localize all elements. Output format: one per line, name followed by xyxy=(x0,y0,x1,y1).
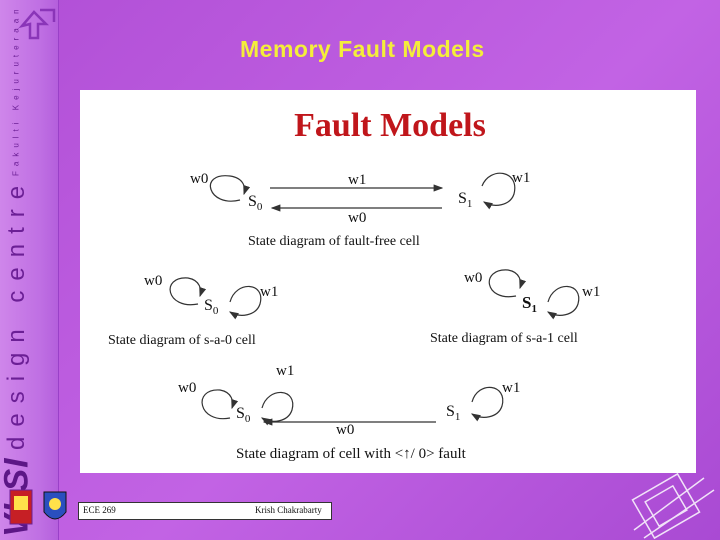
state-s1: S1 xyxy=(458,190,472,210)
footer-course: ECE 269 xyxy=(83,505,116,515)
footer-author: Krish Chakrabarty xyxy=(255,505,322,515)
w1-label: w1 xyxy=(582,284,600,300)
w1-label: w1 xyxy=(348,172,366,188)
sa1-diagram: w0 S1 w1 State diagram of s-a-1 cell xyxy=(430,269,600,346)
w0-label: w0 xyxy=(464,270,482,286)
sidebar-branding: VLSI design centre Fakulti Kejuruteraan xyxy=(0,4,36,537)
state-s1: S1 xyxy=(522,293,537,315)
footer-bar: ECE 269 Krish Chakrabarty xyxy=(78,502,332,520)
sidebar-design-centre: design centre xyxy=(3,175,30,450)
w1-label: w1 xyxy=(502,380,520,396)
w1-label: w1 xyxy=(512,170,530,186)
sa0-diagram: w0 S0 w1 State diagram of s-a-0 cell xyxy=(108,273,278,348)
caption-transition: State diagram of cell with <↑/ 0> fault xyxy=(236,446,467,462)
fault-models-panel: Fault Models w0 S0 w1 w0 S1 w1 State dia… xyxy=(80,90,696,473)
transition-fault-diagram: w0 S0 w1 w0 S1 w1 State diagram of cell … xyxy=(178,363,520,462)
w1-label: w1 xyxy=(276,363,294,379)
w0-label: w0 xyxy=(336,422,354,438)
caption-sa1: State diagram of s-a-1 cell xyxy=(430,331,578,346)
university-crest-icon xyxy=(9,489,67,525)
state-diagrams: Fault Models w0 S0 w1 w0 S1 w1 State dia… xyxy=(108,107,600,462)
diagram-heading: Fault Models xyxy=(294,107,486,144)
sidebar-faculty: Fakulti Kejuruteraan xyxy=(11,4,21,176)
w0-label: w0 xyxy=(178,380,196,396)
caption-sa0: State diagram of s-a-0 cell xyxy=(108,333,256,348)
circuit-decoration-icon xyxy=(631,472,715,540)
sidebar: VLSI design centre Fakulti Kejuruteraan xyxy=(0,0,67,540)
state-s0: S0 xyxy=(248,193,263,213)
fault-free-diagram: w0 S0 w1 w0 S1 w1 State diagram of fault… xyxy=(190,170,530,249)
caption-fault-free: State diagram of fault-free cell xyxy=(248,234,420,249)
w1-label: w1 xyxy=(260,284,278,300)
w0-label: w0 xyxy=(144,273,162,289)
w0-label: w0 xyxy=(190,171,208,187)
state-s0: S0 xyxy=(204,297,219,317)
state-s1: S1 xyxy=(446,403,460,423)
state-s0: S0 xyxy=(236,405,251,425)
slide-title: Memory Fault Models xyxy=(240,36,485,62)
vlsi-logo-icon xyxy=(18,8,56,40)
w0-label: w0 xyxy=(348,210,366,226)
